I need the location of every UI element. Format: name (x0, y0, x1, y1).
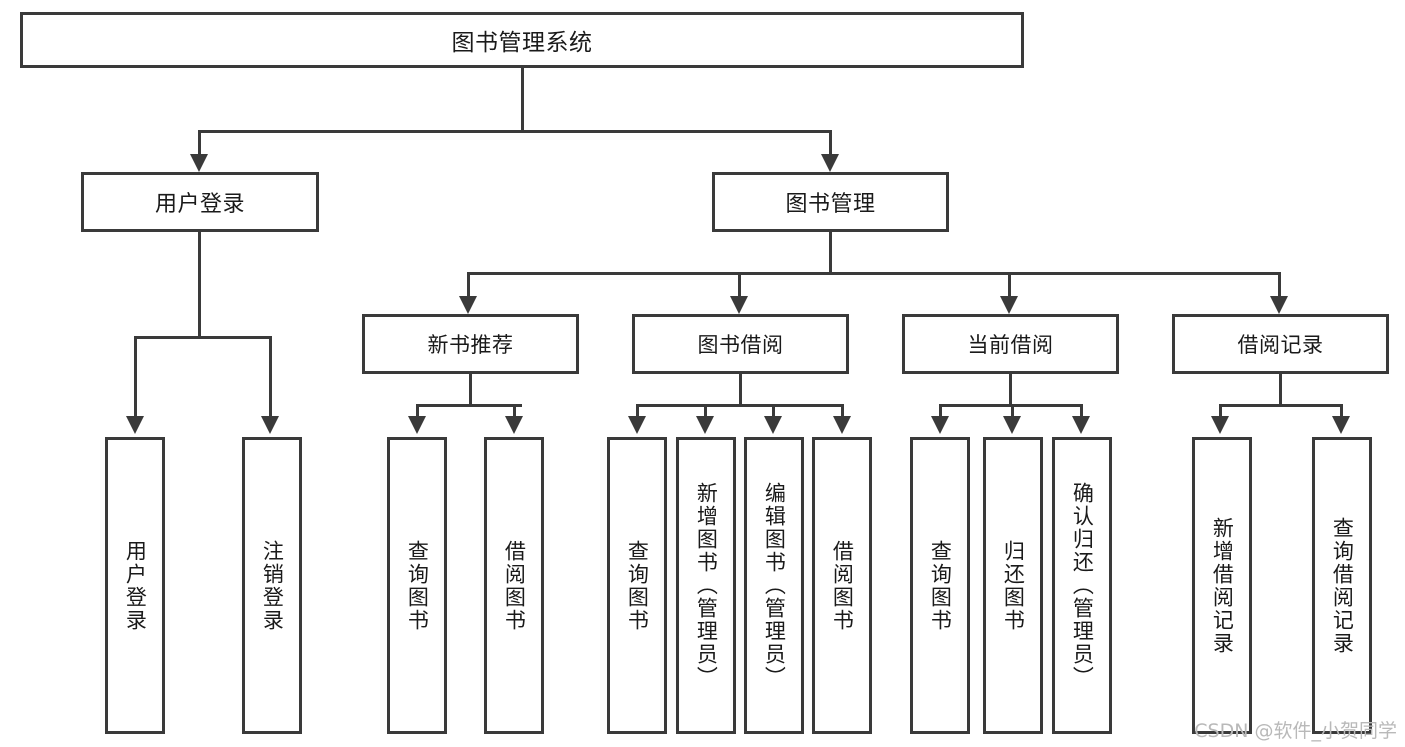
connector-new-book-bar (416, 404, 522, 407)
leaf-query-borrow-record[interactable]: 查询借阅记录 (1312, 437, 1372, 734)
connector-current-borrow-child-2 (1011, 404, 1014, 418)
leaf-query-book-recommend[interactable]: 查询图书 (387, 437, 447, 734)
arrow-book-mgmt-child-3 (1000, 296, 1018, 314)
leaf-borrow-book-label: 借阅图书 (830, 539, 855, 632)
node-new-book-recommend-label: 新书推荐 (427, 333, 514, 357)
arrow-borrow-record-child-2 (1332, 416, 1350, 434)
node-new-book-recommend[interactable]: 新书推荐 (362, 314, 579, 374)
connector-book-borrow-child-3 (772, 404, 775, 418)
node-current-borrow[interactable]: 当前借阅 (902, 314, 1119, 374)
node-book-borrow[interactable]: 图书借阅 (632, 314, 849, 374)
leaf-query-book-current[interactable]: 查询图书 (910, 437, 970, 734)
watermark: CSDN @软件_小贺同学 (1194, 720, 1397, 742)
arrow-book-borrow-child-2 (696, 416, 714, 434)
leaf-confirm-return-admin-label: 确认归还（管理员） (1070, 482, 1095, 689)
leaf-query-borrow-record-label: 查询借阅记录 (1330, 516, 1355, 655)
leaf-confirm-return-admin[interactable]: 确认归还（管理员） (1052, 437, 1112, 734)
leaf-return-book-label: 归还图书 (1001, 539, 1026, 632)
node-book-management[interactable]: 图书管理 (712, 172, 949, 232)
arrow-book-borrow-child-3 (764, 416, 782, 434)
connector-borrow-record-child-1 (1219, 404, 1222, 418)
arrow-user-login-child-2 (261, 416, 279, 434)
arrow-root-to-user-login (190, 154, 208, 172)
connector-new-book-stem (469, 374, 472, 406)
connector-book-borrow-child-4 (841, 404, 844, 418)
node-book-borrow-label: 图书借阅 (697, 333, 784, 357)
leaf-edit-book-admin-label: 编辑图书（管理员） (762, 482, 787, 689)
connector-borrow-record-bar (1219, 404, 1343, 407)
connector-book-mgmt-child-1 (467, 272, 470, 298)
leaf-return-book[interactable]: 归还图书 (983, 437, 1043, 734)
leaf-query-book-recommend-label: 查询图书 (405, 539, 430, 632)
leaf-query-book-current-label: 查询图书 (928, 539, 953, 632)
connector-borrow-record-child-2 (1340, 404, 1343, 418)
arrow-book-mgmt-child-2 (730, 296, 748, 314)
node-current-borrow-label: 当前借阅 (967, 333, 1054, 357)
arrow-new-book-child-2 (505, 416, 523, 434)
node-root-label: 图书管理系统 (451, 30, 593, 56)
leaf-borrow-book-recommend[interactable]: 借阅图书 (484, 437, 544, 734)
leaf-user-login-label: 用户登录 (123, 539, 148, 632)
leaf-query-book-borrow-label: 查询图书 (625, 539, 650, 632)
connector-current-borrow-stem (1009, 374, 1012, 406)
leaf-borrow-book-recommend-label: 借阅图书 (502, 539, 527, 632)
leaf-edit-book-admin[interactable]: 编辑图书（管理员） (744, 437, 804, 734)
connector-book-borrow-child-2 (704, 404, 707, 418)
connector-current-borrow-child-1 (939, 404, 942, 418)
connector-user-login-child-1 (134, 336, 137, 419)
connector-book-mgmt-child-4 (1278, 272, 1281, 298)
connector-root-to-book-mgmt (829, 130, 832, 158)
arrow-book-borrow-child-1 (628, 416, 646, 434)
arrow-book-mgmt-child-4 (1270, 296, 1288, 314)
leaf-logout[interactable]: 注销登录 (242, 437, 302, 734)
connector-book-borrow-child-1 (636, 404, 639, 418)
arrow-book-borrow-child-4 (833, 416, 851, 434)
node-user-login-label: 用户登录 (154, 192, 245, 217)
arrow-borrow-record-child-1 (1211, 416, 1229, 434)
connector-book-mgmt-bar (467, 272, 1281, 275)
node-borrow-record-label: 借阅记录 (1237, 333, 1324, 357)
connector-current-borrow-child-3 (1080, 404, 1083, 418)
leaf-logout-label: 注销登录 (260, 539, 285, 632)
arrow-root-to-book-mgmt (821, 154, 839, 172)
node-borrow-record[interactable]: 借阅记录 (1172, 314, 1389, 374)
arrow-user-login-child-1 (126, 416, 144, 434)
connector-book-mgmt-child-3 (1008, 272, 1011, 298)
connector-borrow-record-stem (1279, 374, 1282, 406)
connector-root-stem (521, 68, 524, 130)
connector-book-borrow-bar (636, 404, 844, 407)
connector-new-book-child-1 (416, 404, 419, 418)
arrow-book-mgmt-child-1 (459, 296, 477, 314)
leaf-user-login[interactable]: 用户登录 (105, 437, 165, 734)
node-root[interactable]: 图书管理系统 (20, 12, 1024, 68)
connector-root-to-user-login (198, 130, 201, 158)
leaf-add-borrow-record-label: 新增借阅记录 (1210, 516, 1235, 655)
leaf-add-borrow-record[interactable]: 新增借阅记录 (1192, 437, 1252, 734)
connector-user-login-child-2 (269, 336, 272, 419)
connector-user-login-bar (134, 336, 272, 339)
arrow-current-borrow-child-2 (1003, 416, 1021, 434)
connector-book-borrow-stem (739, 374, 742, 406)
arrow-new-book-child-1 (408, 416, 426, 434)
arrow-current-borrow-child-3 (1072, 416, 1090, 434)
leaf-add-book-admin[interactable]: 新增图书（管理员） (676, 437, 736, 734)
connector-book-mgmt-stem (829, 232, 832, 274)
leaf-borrow-book[interactable]: 借阅图书 (812, 437, 872, 734)
connector-root-bar (198, 130, 832, 133)
leaf-add-book-admin-label: 新增图书（管理员） (694, 482, 719, 689)
connector-user-login-stem (198, 232, 201, 336)
connector-book-mgmt-child-2 (738, 272, 741, 298)
connector-new-book-child-2 (513, 404, 516, 418)
node-book-management-label: 图书管理 (785, 192, 876, 217)
node-user-login[interactable]: 用户登录 (81, 172, 319, 232)
arrow-current-borrow-child-1 (931, 416, 949, 434)
leaf-query-book-borrow[interactable]: 查询图书 (607, 437, 667, 734)
